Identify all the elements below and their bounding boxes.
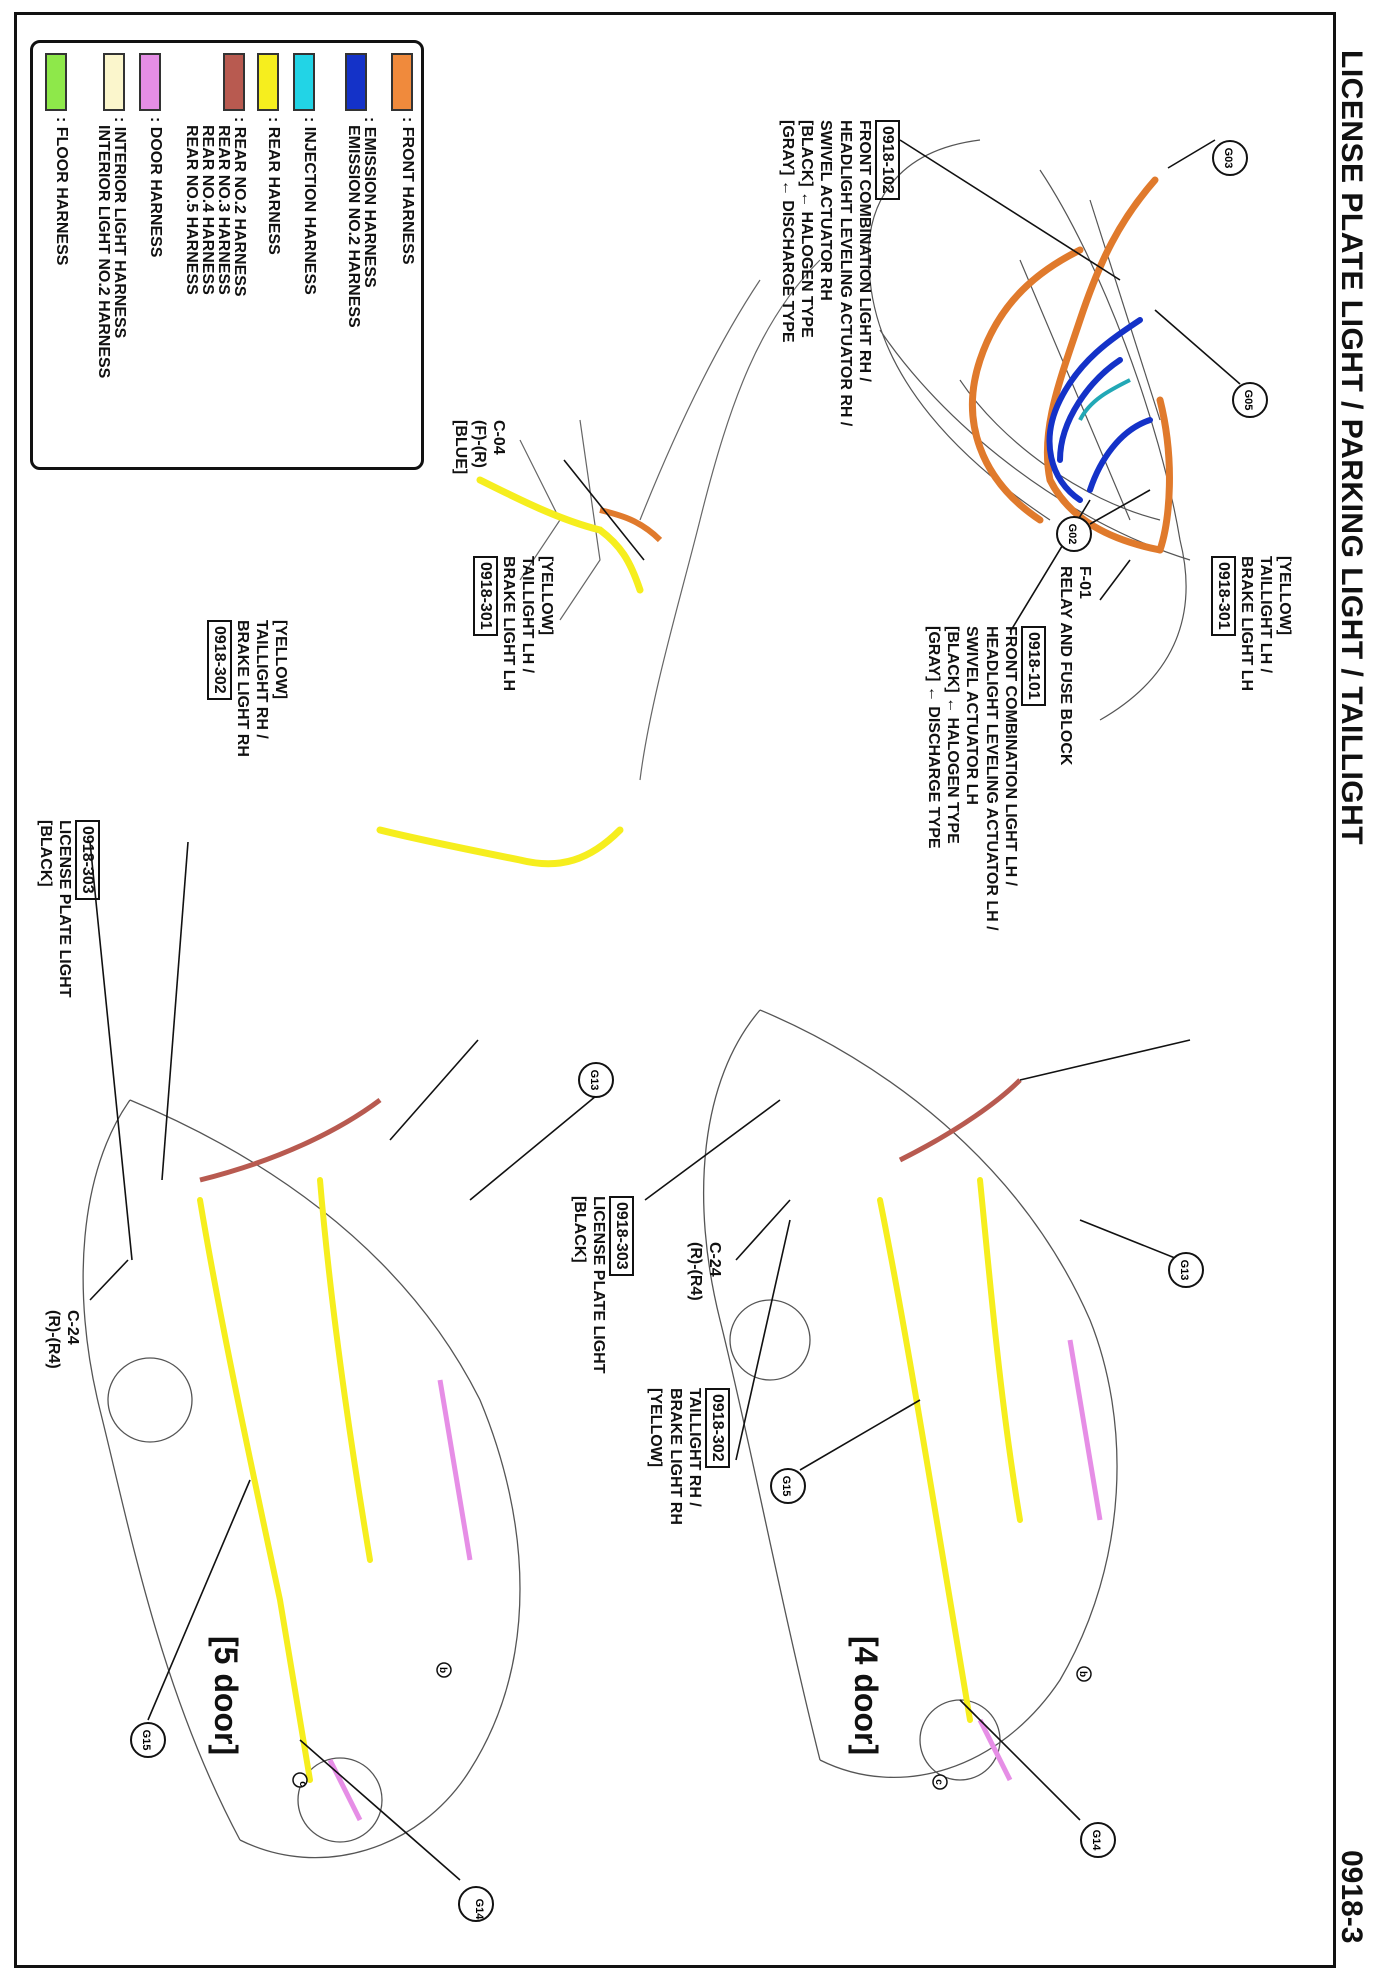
ground-g15-5door: G15 xyxy=(130,1722,166,1758)
leader-lines xyxy=(89,139,1241,1881)
connector-code: 0918-302 xyxy=(207,620,233,700)
legend-item-rear-harness: : REAR HARNESS xyxy=(251,43,287,463)
ground-label: G02 xyxy=(1066,524,1078,545)
ground-g13-5door: G13 xyxy=(578,1062,614,1098)
ground-label: G05 xyxy=(1242,390,1254,411)
legend-item-interior-light-harness: : INTERIOR LIGHT HARNESS INTERIOR LIGHT … xyxy=(95,43,133,463)
callout-0918-101: 0918-101 FRONT COMBINATION LIGHT LH / HE… xyxy=(924,626,1046,931)
legend-swatch xyxy=(293,53,315,111)
point-c-4door: c xyxy=(932,1774,948,1790)
car-5door-drawing xyxy=(82,1099,521,1859)
svg-text:b: b xyxy=(437,1667,448,1673)
ground-label: G15 xyxy=(780,1476,792,1497)
ground-g03: G03 xyxy=(1212,140,1248,176)
ground-g14-4door: G14 xyxy=(1080,1822,1116,1858)
engine-bay-drawing xyxy=(867,139,1191,721)
car-4door-rear-harness xyxy=(877,1177,1023,1723)
svg-text:c: c xyxy=(297,1781,308,1787)
svg-text:c: c xyxy=(933,1779,944,1785)
ground-markers: G03 G05 G02 G13 G15 G14 G13 G15 xyxy=(130,140,1268,1922)
injection-harness-cyan xyxy=(1078,378,1131,421)
legend-item-rear-no2-harness: : REAR NO.2 HARNESS REAR NO.3 HARNESS RE… xyxy=(183,43,253,463)
callout-0918-303-4door: 0918-303 LICENSE PLATE LIGHT [BLACK] xyxy=(569,1196,634,1373)
legend-swatch xyxy=(257,53,279,111)
legend-item-front-harness: : FRONT HARNESS xyxy=(385,43,421,463)
legend-item-injection-harness: : INJECTION HARNESS xyxy=(287,43,323,463)
ground-g13-4door: G13 xyxy=(1168,1252,1204,1288)
legend-swatch xyxy=(45,53,67,111)
car-5door-rear-no2-harness xyxy=(199,1097,382,1183)
car-5door-door-harness xyxy=(327,1379,473,1822)
connector-code: 0918-301 xyxy=(473,556,499,636)
legend-swatch xyxy=(391,53,413,111)
variant-label-5-door: [5 door] xyxy=(208,1636,244,1756)
connector-code: 0918-302 xyxy=(704,1388,730,1468)
callout-0918-102: 0918-102 FRONT COMBINATION LIGHT RH / HE… xyxy=(778,120,900,426)
callout-0918-302-4door: 0918-302 TAILLIGHT RH / BRAKE LIGHT RH [… xyxy=(646,1388,730,1525)
page-frame xyxy=(14,12,1336,1968)
connector-code: 0918-102 xyxy=(874,120,900,200)
point-c-5door: c xyxy=(292,1772,308,1788)
legend-swatch xyxy=(103,53,125,111)
ground-g15-4door: G15 xyxy=(770,1468,806,1504)
variant-label-4-door: [4 door] xyxy=(848,1636,884,1756)
car-4door-rear-no2-harness xyxy=(898,1078,1022,1163)
legend-swatch xyxy=(345,53,367,111)
callout-0918-303-5door: 0918-303 LICENSE PLATE LIGHT [BLACK] xyxy=(35,820,100,997)
ground-g14-5door: G14 xyxy=(458,1886,494,1922)
callout-0918-302-5door: [YELLOW] TAILLIGHT RH / BRAKE LIGHT RH 0… xyxy=(206,620,290,757)
ground-label: G15 xyxy=(140,1730,152,1751)
connector-code: 0918-303 xyxy=(74,820,100,900)
callout-0918-301-4door: [YELLOW] TAILLIGHT LH / BRAKE LIGHT LH 0… xyxy=(1210,556,1294,691)
ground-label: G03 xyxy=(1222,148,1234,169)
callout-c-04: C-04 (F)-(R) [BLUE] xyxy=(451,420,507,475)
car-4door-door-harness xyxy=(977,1339,1103,1782)
legend-item-door-harness: : DOOR HARNESS xyxy=(133,43,169,463)
point-markers: b c b c xyxy=(292,1662,1092,1790)
ground-label: G13 xyxy=(588,1070,600,1091)
ground-label: G14 xyxy=(473,1899,485,1921)
legend-item-floor-harness: : FLOOR HARNESS xyxy=(39,43,75,463)
ground-label: G13 xyxy=(1178,1260,1190,1281)
connector-code: 0918-301 xyxy=(1211,556,1237,636)
emission-harness-blue xyxy=(1046,317,1153,503)
callout-f-01: F-01 RELAY AND FUSE BLOCK xyxy=(1056,566,1093,766)
svg-text:b: b xyxy=(1077,1671,1088,1677)
point-b-4door: b xyxy=(1076,1666,1092,1682)
car-4door-drawing xyxy=(702,1009,1118,1781)
callout-c-24-4door: C-24 (R)-(R4) xyxy=(686,1242,723,1301)
connector-code: 0918-303 xyxy=(608,1196,634,1276)
harness-legend: : FRONT HARNESS : EMISSION HARNESS EMISS… xyxy=(30,40,424,470)
ground-g05: G05 xyxy=(1232,382,1268,418)
legend-item-emission-harness: : EMISSION HARNESS EMISSION NO.2 HARNESS xyxy=(339,43,378,463)
car-5door-rear-harness xyxy=(197,1177,373,1783)
dash-harness-yellow xyxy=(376,476,644,868)
callout-0918-301-5door: [YELLOW] TAILLIGHT LH / BRAKE LIGHT LH 0… xyxy=(472,556,556,691)
ground-g02: G02 xyxy=(1056,516,1092,552)
connector-code: 0918-101 xyxy=(1020,626,1046,706)
ground-label: G14 xyxy=(1090,1830,1102,1852)
point-b-5door: b xyxy=(436,1662,452,1678)
legend-swatch xyxy=(223,53,245,111)
callout-c-24-5door: C-24 (R)-(R4) xyxy=(44,1310,81,1369)
legend-swatch xyxy=(139,53,161,111)
